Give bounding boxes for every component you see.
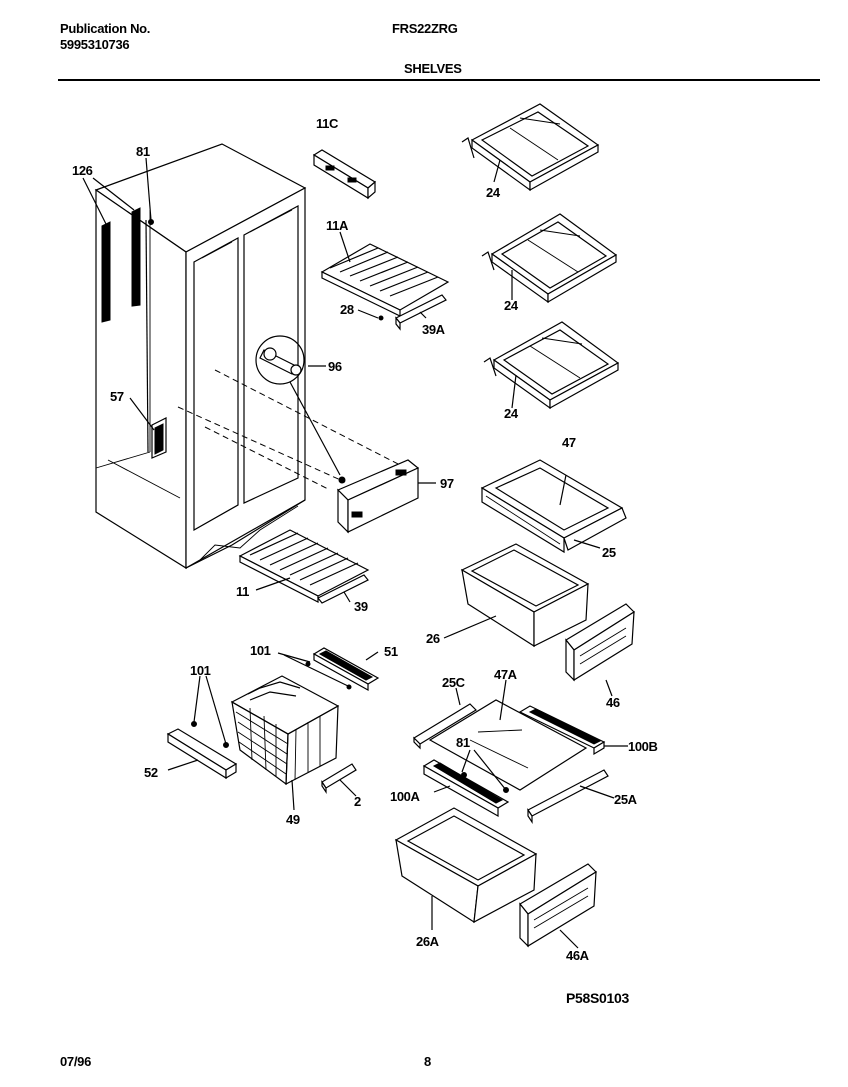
rail-100a — [422, 759, 510, 818]
publication-label: Publication No. — [60, 21, 151, 36]
callout-24-middle: 24 — [504, 298, 519, 313]
callout-100a: 100A — [390, 789, 420, 804]
callout-51: 51 — [384, 644, 398, 659]
callout-101-lower: 101 — [190, 663, 211, 678]
wire-shelf-11 — [238, 529, 370, 604]
bracket-97 — [336, 459, 420, 534]
callout-39a: 39A — [422, 322, 446, 337]
callout-24-bottom: 24 — [504, 406, 519, 421]
rail-2 — [321, 763, 357, 794]
callout-25c: 25C — [442, 675, 466, 690]
callout-100b: 100B — [628, 739, 657, 754]
detail-96 — [255, 335, 341, 476]
model-number: FRS22ZRG — [392, 21, 458, 36]
callout-46: 46 — [606, 695, 620, 710]
callout-49: 49 — [286, 812, 300, 827]
crisper-pan-26 — [460, 543, 590, 648]
wire-basket-49 — [230, 675, 340, 786]
callout-2: 2 — [354, 794, 361, 809]
callout-11c: 11C — [316, 116, 339, 131]
footer-date: 07/96 — [60, 1054, 92, 1069]
rail-100b — [518, 705, 606, 756]
callout-25: 25 — [602, 545, 616, 560]
rail-25c — [413, 703, 477, 750]
callout-39: 39 — [354, 599, 368, 614]
front-46a — [519, 863, 597, 948]
callout-26a: 26A — [416, 934, 440, 949]
pan-26a — [394, 807, 538, 924]
callout-47: 47 — [562, 435, 576, 450]
callout-46a: 46A — [566, 948, 590, 963]
callout-97: 97 — [440, 476, 454, 491]
header-rule — [58, 79, 820, 81]
callout-81-upper: 81 — [136, 144, 150, 159]
bracket-11c — [312, 149, 377, 200]
callout-57: 57 — [110, 389, 124, 404]
callout-25a: 25A — [614, 792, 638, 807]
callout-47a: 47A — [494, 667, 518, 682]
rail-25a — [527, 769, 609, 824]
publication-number: 5995310736 — [60, 37, 130, 52]
leader-lines — [82, 157, 628, 949]
callout-96: 96 — [328, 359, 342, 374]
glass-47a — [428, 699, 588, 791]
crisper-front-46 — [565, 603, 635, 682]
bracket-52 — [166, 721, 238, 780]
figure-code: P58S0103 — [566, 990, 629, 1006]
callout-126: 126 — [72, 163, 93, 178]
callout-26: 26 — [426, 631, 440, 646]
glass-shelf-24-bottom — [483, 321, 620, 410]
callout-11a: 11A — [326, 218, 349, 233]
callout-11: 11 — [236, 584, 249, 599]
footer-page: 8 — [424, 1054, 431, 1069]
wire-shelf-11a — [320, 243, 450, 331]
callout-52: 52 — [144, 765, 158, 780]
glass-shelf-24-top — [461, 103, 600, 192]
section-title: SHELVES — [404, 61, 462, 76]
callout-24-top: 24 — [486, 185, 501, 200]
callout-28: 28 — [340, 302, 354, 317]
crisper-cover-47 — [480, 459, 627, 554]
glass-shelf-24-middle — [481, 213, 618, 304]
callout-101-upper: 101 — [250, 643, 271, 658]
rail-51 — [305, 647, 380, 692]
callout-81-lower: 81 — [456, 735, 470, 750]
cabinet-drawing — [94, 143, 401, 570]
